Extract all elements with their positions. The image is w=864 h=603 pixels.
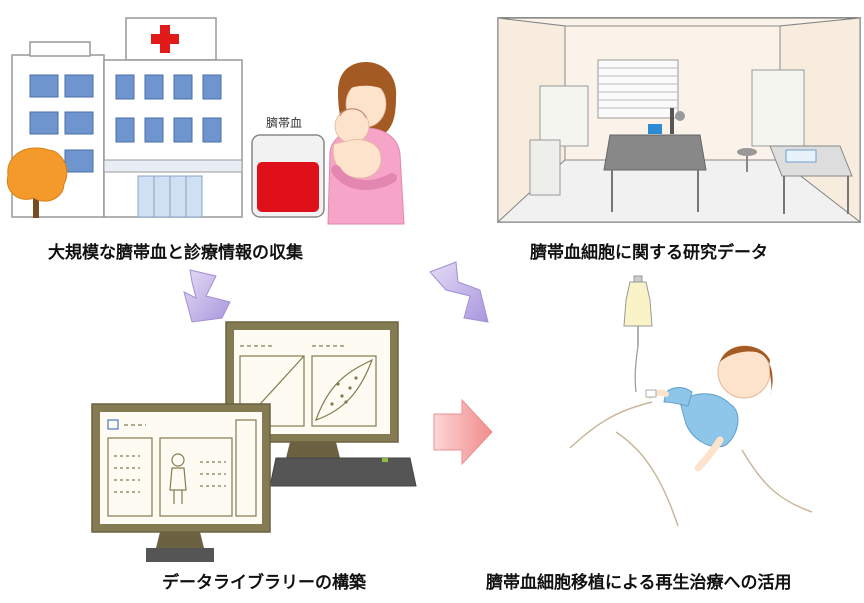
laboratory-icon — [496, 17, 862, 224]
tree-icon — [6, 147, 68, 218]
arrow-down-right — [183, 269, 231, 323]
arrow-down-left — [429, 261, 489, 323]
arrow-right — [433, 398, 493, 466]
hospital-icon — [6, 17, 243, 218]
blood-bag-label: 臍帯血 — [266, 116, 303, 130]
patient-icon — [569, 275, 813, 527]
caption-hospital: 大規模な臍帯血と診療情報の収集 — [48, 243, 303, 263]
monitor-icon — [91, 321, 417, 562]
caption-library: データライブラリーの構築 — [162, 573, 366, 593]
blood-bag-icon — [251, 134, 325, 218]
caption-therapy: 臍帯血細胞移植による再生治療への活用 — [486, 573, 792, 593]
mother-baby-icon — [327, 62, 405, 225]
caption-lab: 臍帯血細胞に関する研究データ — [530, 243, 768, 263]
